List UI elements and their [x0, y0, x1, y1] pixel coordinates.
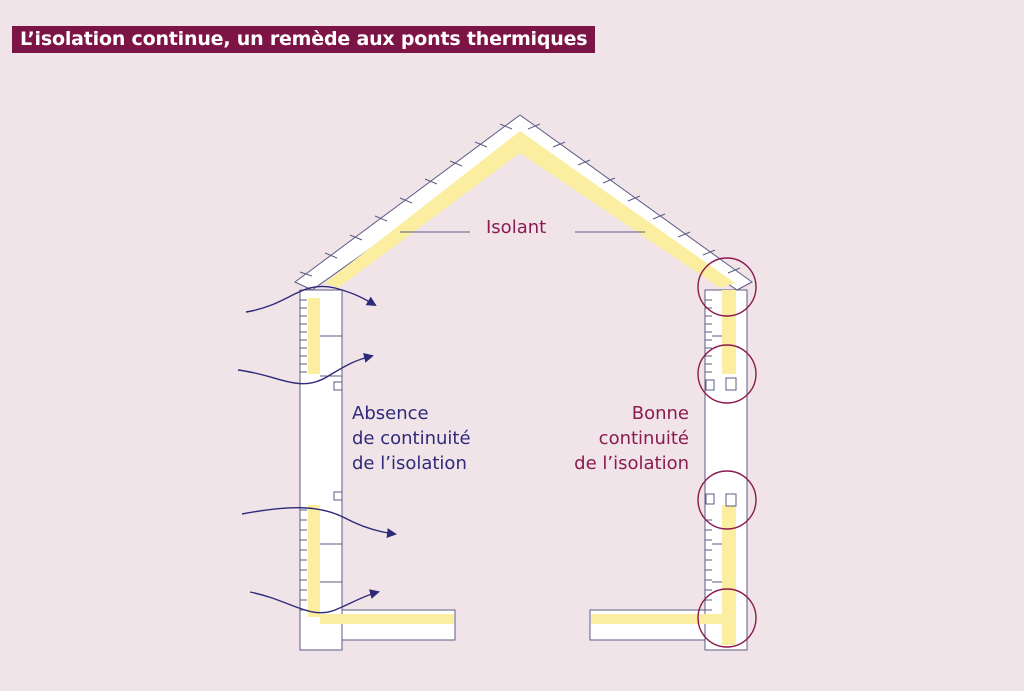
isolant-label: Isolant [486, 217, 546, 238]
absence-label-line-3: de l’isolation [352, 453, 467, 474]
thermal-bridge-circles [697, 257, 757, 648]
absence-label-line-2: de continuité [352, 428, 471, 449]
bonne-label-line-2: continuité [599, 428, 689, 449]
bonne-label-line-3: de l’isolation [574, 453, 689, 474]
absence-label-line-1: Absence [352, 403, 429, 424]
bonne-label-line-1: Bonne [632, 403, 689, 424]
roof [294, 114, 753, 291]
diagram-title: L’isolation continue, un remède aux pont… [12, 26, 596, 53]
left-wall [299, 289, 456, 651]
heat-loss-arrows [237, 285, 397, 614]
roof-tiles [299, 123, 741, 277]
right-wall [589, 289, 748, 651]
